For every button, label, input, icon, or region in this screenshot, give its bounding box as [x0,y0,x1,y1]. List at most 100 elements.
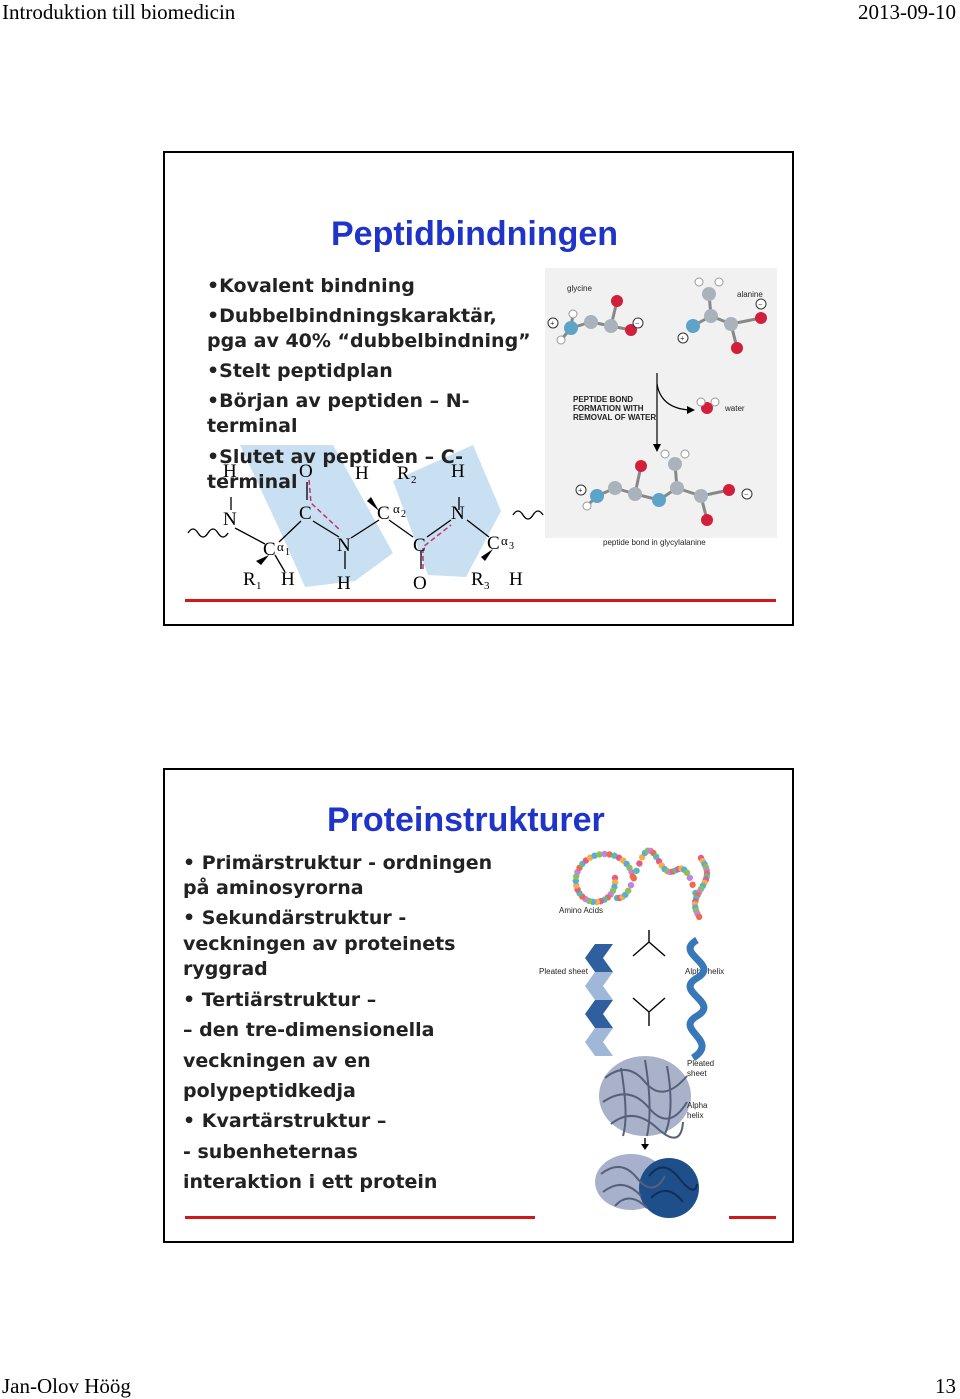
svg-text:N: N [451,503,465,524]
svg-text:C: C [413,535,426,556]
alanine-atoms: + − [677,277,767,354]
header-course-title: Introduktion till biomedicin [2,0,236,24]
line-interaktion: interaktion i ett protein [183,1171,438,1193]
alpha-helix-shape [686,936,708,1061]
alanine-label: alanine [737,290,763,299]
footer-page-number: 13 [935,1374,956,1398]
water-molecule [696,397,720,414]
water-label: water [724,404,745,413]
line-veckningen-av-en: veckningen av en [183,1050,371,1072]
svg-text:H: H [337,573,351,594]
bullet-borjan-line1: •Början av peptiden – N- [207,390,470,412]
header-date: 2013-09-10 [858,0,956,24]
quaternary-structure-shape [595,1154,699,1218]
svg-text:2: 2 [411,474,417,486]
svg-text:3: 3 [509,541,514,552]
bullet-dubbelbindning-line1: •Dubbelbindningskaraktär, [207,305,497,327]
svg-text:C: C [299,503,312,524]
amino-acid-bead [695,913,703,921]
svg-text:3: 3 [484,580,490,592]
bullet-slutet-line2: terminal [207,471,298,493]
pleated-sheet-label: Pleated sheet [539,967,589,976]
slide-title: Peptidbindningen [331,215,619,253]
pleated-sheet-label-2b: sheet [687,1069,707,1078]
svg-text:1: 1 [256,580,262,592]
bullet-kovalent: •Kovalent bindning [207,275,415,297]
amino-acid-bead [606,851,613,858]
amino-acid-bead [596,851,603,858]
chain-continuation-left [187,528,229,538]
line-polypeptidkedja: polypeptidkedja [183,1080,356,1102]
svg-text:N: N [337,535,351,556]
footer-author: Jan-Olov Höög [2,1374,131,1398]
amino-acid-chain [572,847,711,921]
amino-acid-bead [636,860,643,867]
peptide-plane-2 [393,445,501,577]
glycine-label: glycine [567,284,592,293]
amino-acid-bead [601,850,608,858]
svg-text:H: H [451,461,465,482]
svg-text:−: − [635,319,640,328]
line-kvartarstruktur: • Kvartärstruktur – [183,1110,387,1132]
slide-peptidbindningen: Peptidbindningen [163,151,794,626]
slide-title: Proteinstrukturer [327,801,605,839]
amino-acid-bead [683,869,691,876]
amino-acid-bead [686,874,693,881]
svg-text:+: + [680,334,685,343]
svg-text:H: H [223,461,237,482]
reaction-label-2: FORMATION WITH [573,404,644,413]
amino-acid-bead [633,867,640,874]
pleated-sheet-shape [585,944,613,1056]
svg-text:N: N [223,509,237,530]
bullet-slutet-line1: •Slutet av peptiden – C- [207,446,464,468]
wedge-bond-3 [481,549,493,561]
line-veckningen-ryggrad: veckningen av proteinets [183,933,456,955]
quaternary-arrow-head [641,1144,649,1150]
pleated-sheet-label-2a: Pleated [687,1059,714,1068]
slide-rule-right [729,1216,776,1219]
line-ryggrad: ryggrad [183,958,268,980]
bullet-dubbelbindning-line2: pga av 40% “dubbelbindning” [207,330,531,352]
svg-text:+: + [578,486,583,495]
wedge-bond-2 [367,497,379,511]
svg-text:α: α [501,533,508,548]
svg-text:−: − [758,300,763,309]
line-subenheternas: - subenheternas [183,1141,358,1163]
wedge-bond-1 [256,555,269,565]
line-tertiarstruktur: • Tertiärstruktur – [183,989,377,1011]
amino-acid-bead [591,852,598,859]
line-aminosyrorna: på aminosyrorna [183,877,364,899]
line-primarstruktur: • Primärstruktur - ordningen [183,852,493,874]
glycine-atoms: + − [547,295,644,345]
slide-rule-left [185,1216,535,1219]
svg-text:R: R [397,463,410,484]
svg-text:1: 1 [285,547,290,558]
line-sekundarstruktur: • Sekundärstruktur - [183,907,407,929]
amino-acids-label: Amino Acids [559,906,603,915]
svg-text:C: C [263,539,276,560]
svg-text:R: R [243,569,256,590]
line-tre-dimensionella: – den tre-dimensionella [183,1019,435,1041]
svg-text:H: H [281,569,295,590]
bond-lines [230,482,490,573]
svg-text:α: α [277,539,284,554]
svg-text:O: O [299,461,313,482]
fork-arrow-top [632,930,666,957]
svg-text:O: O [413,573,427,594]
amino-acid-bead [625,887,632,894]
svg-text:C: C [487,533,500,554]
svg-text:C: C [377,503,390,524]
slide-proteinstrukturer: Proteinstrukturer • Primärstruktur - ord… [163,768,794,1243]
svg-text:H: H [509,569,523,590]
reaction-label-1: PEPTIDE BOND [573,395,633,404]
water-release-arrow-head [687,406,695,414]
amino-acid-bead [689,881,696,888]
dipeptide-atoms: + − [575,449,753,526]
water-release-arrow [656,383,690,411]
protein-structure-figure: Amino Acids Pleated sheet Alpha helix Pl… [539,847,724,1218]
bullet-stelt-peptidplan: •Stelt peptidplan [207,360,393,382]
svg-text:α: α [393,501,400,516]
svg-text:H: H [355,463,369,484]
